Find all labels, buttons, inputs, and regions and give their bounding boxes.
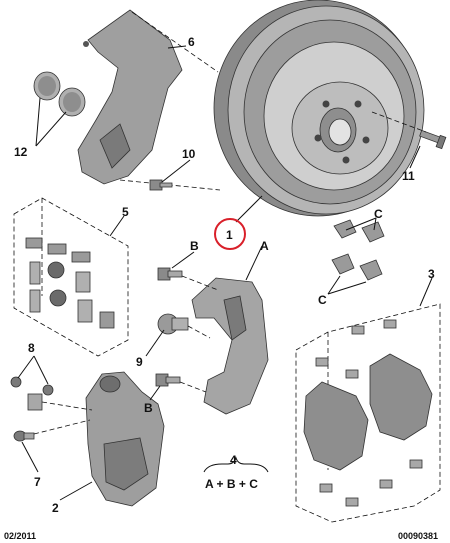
- guide-kit-box[interactable]: [13, 197, 129, 357]
- label-carrier-bolt: 9: [136, 355, 143, 369]
- leader-lines: [17, 45, 433, 501]
- footer-date: 02/2011: [4, 531, 36, 541]
- highlight-circle: [214, 218, 246, 250]
- label-pad-kit-total: 4: [230, 453, 237, 467]
- carrier-bolt[interactable]: [157, 313, 189, 335]
- caliper-bolts[interactable]: [10, 376, 54, 411]
- label-caliper: 2: [52, 501, 59, 515]
- label-shield-bolt: 10: [182, 147, 196, 161]
- caliper-carrier[interactable]: [191, 277, 269, 415]
- label-guide-kit: 5: [122, 205, 129, 219]
- callout-labels: 1 6 10 11 12 5 A B 9 B C C 3 8 7 2 4 A +…: [14, 35, 435, 515]
- pad-kit-box[interactable]: [295, 303, 441, 523]
- label-pad-kit: 3: [428, 267, 435, 281]
- label-disc: 1: [226, 228, 233, 242]
- bleed-screw[interactable]: [13, 430, 35, 442]
- brake-caliper[interactable]: [85, 371, 165, 507]
- dust-shield[interactable]: [77, 9, 183, 185]
- label-bolt-b-top: B: [190, 239, 199, 253]
- label-plugs: 12: [14, 145, 28, 159]
- label-bolt-b-bottom: B: [144, 401, 153, 415]
- carrier-bolt-top[interactable]: [157, 267, 183, 281]
- label-bleed-screw: 7: [34, 475, 41, 489]
- footer-ref: 00090381: [398, 531, 438, 541]
- disc-fixing-bolt[interactable]: [419, 129, 447, 150]
- label-pad-kit-composition: A + B + C: [205, 477, 258, 491]
- plugs[interactable]: [33, 71, 86, 117]
- label-disc-bolt: 11: [402, 169, 415, 183]
- carrier-bolt-bottom[interactable]: [155, 373, 181, 387]
- clips[interactable]: [331, 219, 385, 281]
- label-carrier: A: [260, 239, 269, 253]
- label-dust-shield: 6: [188, 35, 195, 49]
- label-clips-top: C: [374, 207, 383, 221]
- label-caliper-bolts: 8: [28, 341, 35, 355]
- label-clips-bottom: C: [318, 293, 327, 307]
- shield-bolt[interactable]: [149, 179, 173, 191]
- brake-disc[interactable]: [213, 0, 425, 217]
